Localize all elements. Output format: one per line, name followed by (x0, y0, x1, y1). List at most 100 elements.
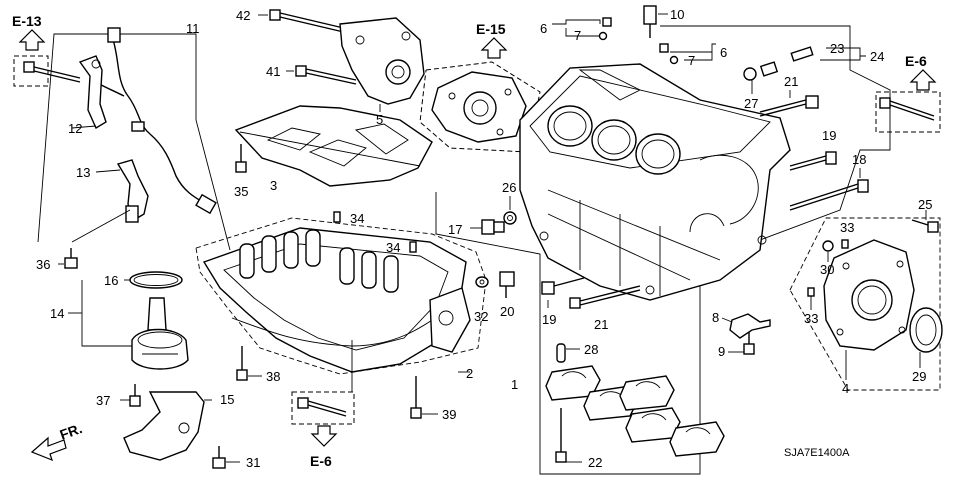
callout-29: 29 (912, 369, 926, 384)
part-21-bolt-right[interactable] (759, 90, 819, 117)
callout-13: 13 (76, 165, 90, 180)
callout-11: 11 (186, 21, 200, 36)
part-33-dowel-a[interactable] (841, 239, 849, 249)
part-19-bolt-left[interactable] (541, 277, 585, 308)
part-34-dowel-b[interactable] (409, 241, 417, 253)
part-35-bolt[interactable] (235, 144, 247, 173)
part-6-plug-a[interactable] (552, 17, 612, 37)
part-14-oil-strainer[interactable] (68, 280, 189, 370)
callout-15: 15 (220, 392, 234, 407)
sensor-plug (131, 121, 145, 132)
ref-e13[interactable]: E-13 (12, 13, 46, 51)
callout-10: 10 (670, 7, 684, 22)
callout-20: 20 (500, 304, 514, 319)
harness-connector-top (107, 27, 121, 43)
callout-7a: 7 (574, 28, 581, 43)
oil-pan-dashed-outline (195, 217, 487, 375)
harness-wire (111, 35, 207, 205)
callout-19b: 19 (822, 128, 836, 143)
part-3-baffle-plate[interactable] (234, 105, 433, 187)
callout-33a: 33 (840, 220, 854, 235)
callout-36: 36 (36, 257, 50, 272)
ref-e6-right[interactable]: E-6 (905, 53, 937, 91)
callout-6a: 6 (540, 21, 547, 36)
bolt-e6-right[interactable] (879, 97, 935, 121)
callout-6b: 6 (720, 45, 727, 60)
ref-e6-bottom[interactable]: E-6 (310, 425, 338, 469)
group-11-bracket-right (84, 33, 231, 251)
ref-e15[interactable]: E-15 (476, 21, 508, 59)
ref-e6-bottom-label: E-6 (310, 453, 332, 469)
part-42-bolt[interactable] (258, 9, 353, 35)
ref-e13-label: E-13 (12, 13, 42, 29)
part-20-drain-bolt[interactable] (499, 271, 515, 298)
part-12-sensor[interactable] (71, 55, 107, 130)
part-10-sensor[interactable] (643, 5, 668, 38)
ref-e6-right-label: E-6 (905, 53, 927, 69)
part-16-o-ring[interactable] (124, 271, 183, 289)
callout-21a: 21 (594, 317, 608, 332)
callout-9: 9 (718, 344, 725, 359)
callout-22: 22 (588, 455, 602, 470)
part-28-dowel[interactable] (556, 343, 580, 363)
callout-35: 35 (234, 184, 248, 199)
callout-38: 38 (266, 369, 280, 384)
part-32-washer[interactable] (475, 276, 489, 288)
callout-28: 28 (584, 342, 598, 357)
part-26-washer[interactable] (503, 196, 517, 225)
callout-12: 12 (68, 121, 82, 136)
part-13-sensor[interactable] (95, 159, 149, 223)
part-8-bracket[interactable] (721, 313, 771, 339)
part-5-bracket[interactable] (339, 17, 425, 112)
part-25-bolt[interactable] (911, 210, 939, 233)
part-31-bolt[interactable] (212, 446, 240, 469)
part-23-sensor[interactable] (790, 46, 866, 62)
part-30-washer[interactable] (822, 240, 834, 262)
callout-39: 39 (442, 407, 456, 422)
part-29-oil-seal[interactable] (909, 307, 943, 368)
part-4-rear-cover[interactable] (789, 217, 941, 391)
part-18-bolt[interactable] (789, 168, 869, 211)
part-22-bolt[interactable] (555, 408, 582, 463)
callout-3: 3 (270, 178, 277, 193)
bolt-e6-bottom[interactable] (297, 340, 353, 417)
callout-19a: 19 (542, 312, 556, 327)
part-41-bolt[interactable] (286, 65, 357, 85)
part-36-bolt[interactable] (58, 209, 131, 269)
part-17-plug[interactable] (470, 219, 505, 235)
part-15-baffle[interactable] (123, 391, 212, 461)
callout-24: 24 (870, 49, 884, 64)
part-7-o-ring-b[interactable] (669, 55, 679, 65)
ref-e15-label: E-15 (476, 21, 506, 37)
front-label: FR. (58, 420, 85, 443)
rear-cover-group-outline (789, 217, 941, 391)
callout-27: 27 (744, 96, 758, 111)
bearing-caps[interactable] (545, 365, 725, 457)
bolt-e13[interactable] (23, 61, 81, 83)
callout-14: 14 (50, 306, 64, 321)
group-11-bracket-left (37, 33, 84, 243)
part-9-bolt[interactable] (728, 332, 755, 355)
part-33-dowel-b[interactable] (807, 287, 815, 310)
front-arrow (30, 436, 67, 462)
callout-31: 31 (246, 455, 260, 470)
part-19-bolt-right[interactable] (789, 151, 837, 171)
part-6-plug-b[interactable] (659, 43, 716, 61)
part-2-oil-pan[interactable] (195, 217, 487, 375)
callout-4: 4 (842, 381, 849, 396)
water-pump-assembly[interactable] (419, 61, 541, 153)
part-38-bolt[interactable] (236, 346, 262, 381)
part-39-bolt[interactable] (410, 376, 438, 419)
part-21-bolt-left[interactable] (569, 285, 641, 309)
part-7-o-ring-a[interactable] (598, 31, 608, 41)
callout-1: 1 (511, 377, 518, 392)
part-37-bolt[interactable] (120, 384, 141, 407)
part-34-dowel-a[interactable] (333, 211, 341, 223)
e6-bolt-box (875, 91, 941, 133)
callout-21b: 21 (784, 74, 798, 89)
part-1-cylinder-block[interactable] (435, 25, 891, 475)
part-27-washer[interactable] (743, 61, 779, 94)
callout-37: 37 (96, 393, 110, 408)
